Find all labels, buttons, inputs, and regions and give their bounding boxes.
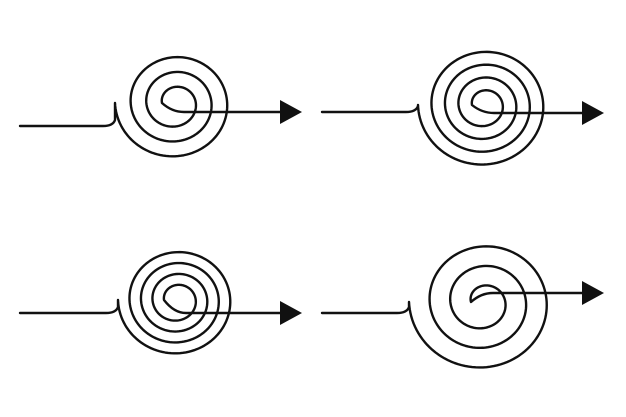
spiral-arrow-top-right-head-icon <box>582 101 604 125</box>
spiral-arrow-bottom-right-head-icon <box>582 281 604 305</box>
spiral-arrow-bottom-left <box>18 250 302 355</box>
spiral-arrow-top-right <box>320 50 604 166</box>
spiral-arrow-bottom-right <box>320 245 604 369</box>
spiral-arrow-bottom-left-head-icon <box>280 301 302 325</box>
spiral-arrow-top-left <box>18 55 302 158</box>
spiral-arrow-bottom-right-line <box>320 245 586 369</box>
spiral-arrow-bottom-left-line <box>18 250 284 355</box>
spiral-arrow-top-left-line <box>18 55 284 158</box>
spiral-arrow-top-right-line <box>320 50 586 166</box>
spiral-arrow-top-left-head-icon <box>280 100 302 124</box>
